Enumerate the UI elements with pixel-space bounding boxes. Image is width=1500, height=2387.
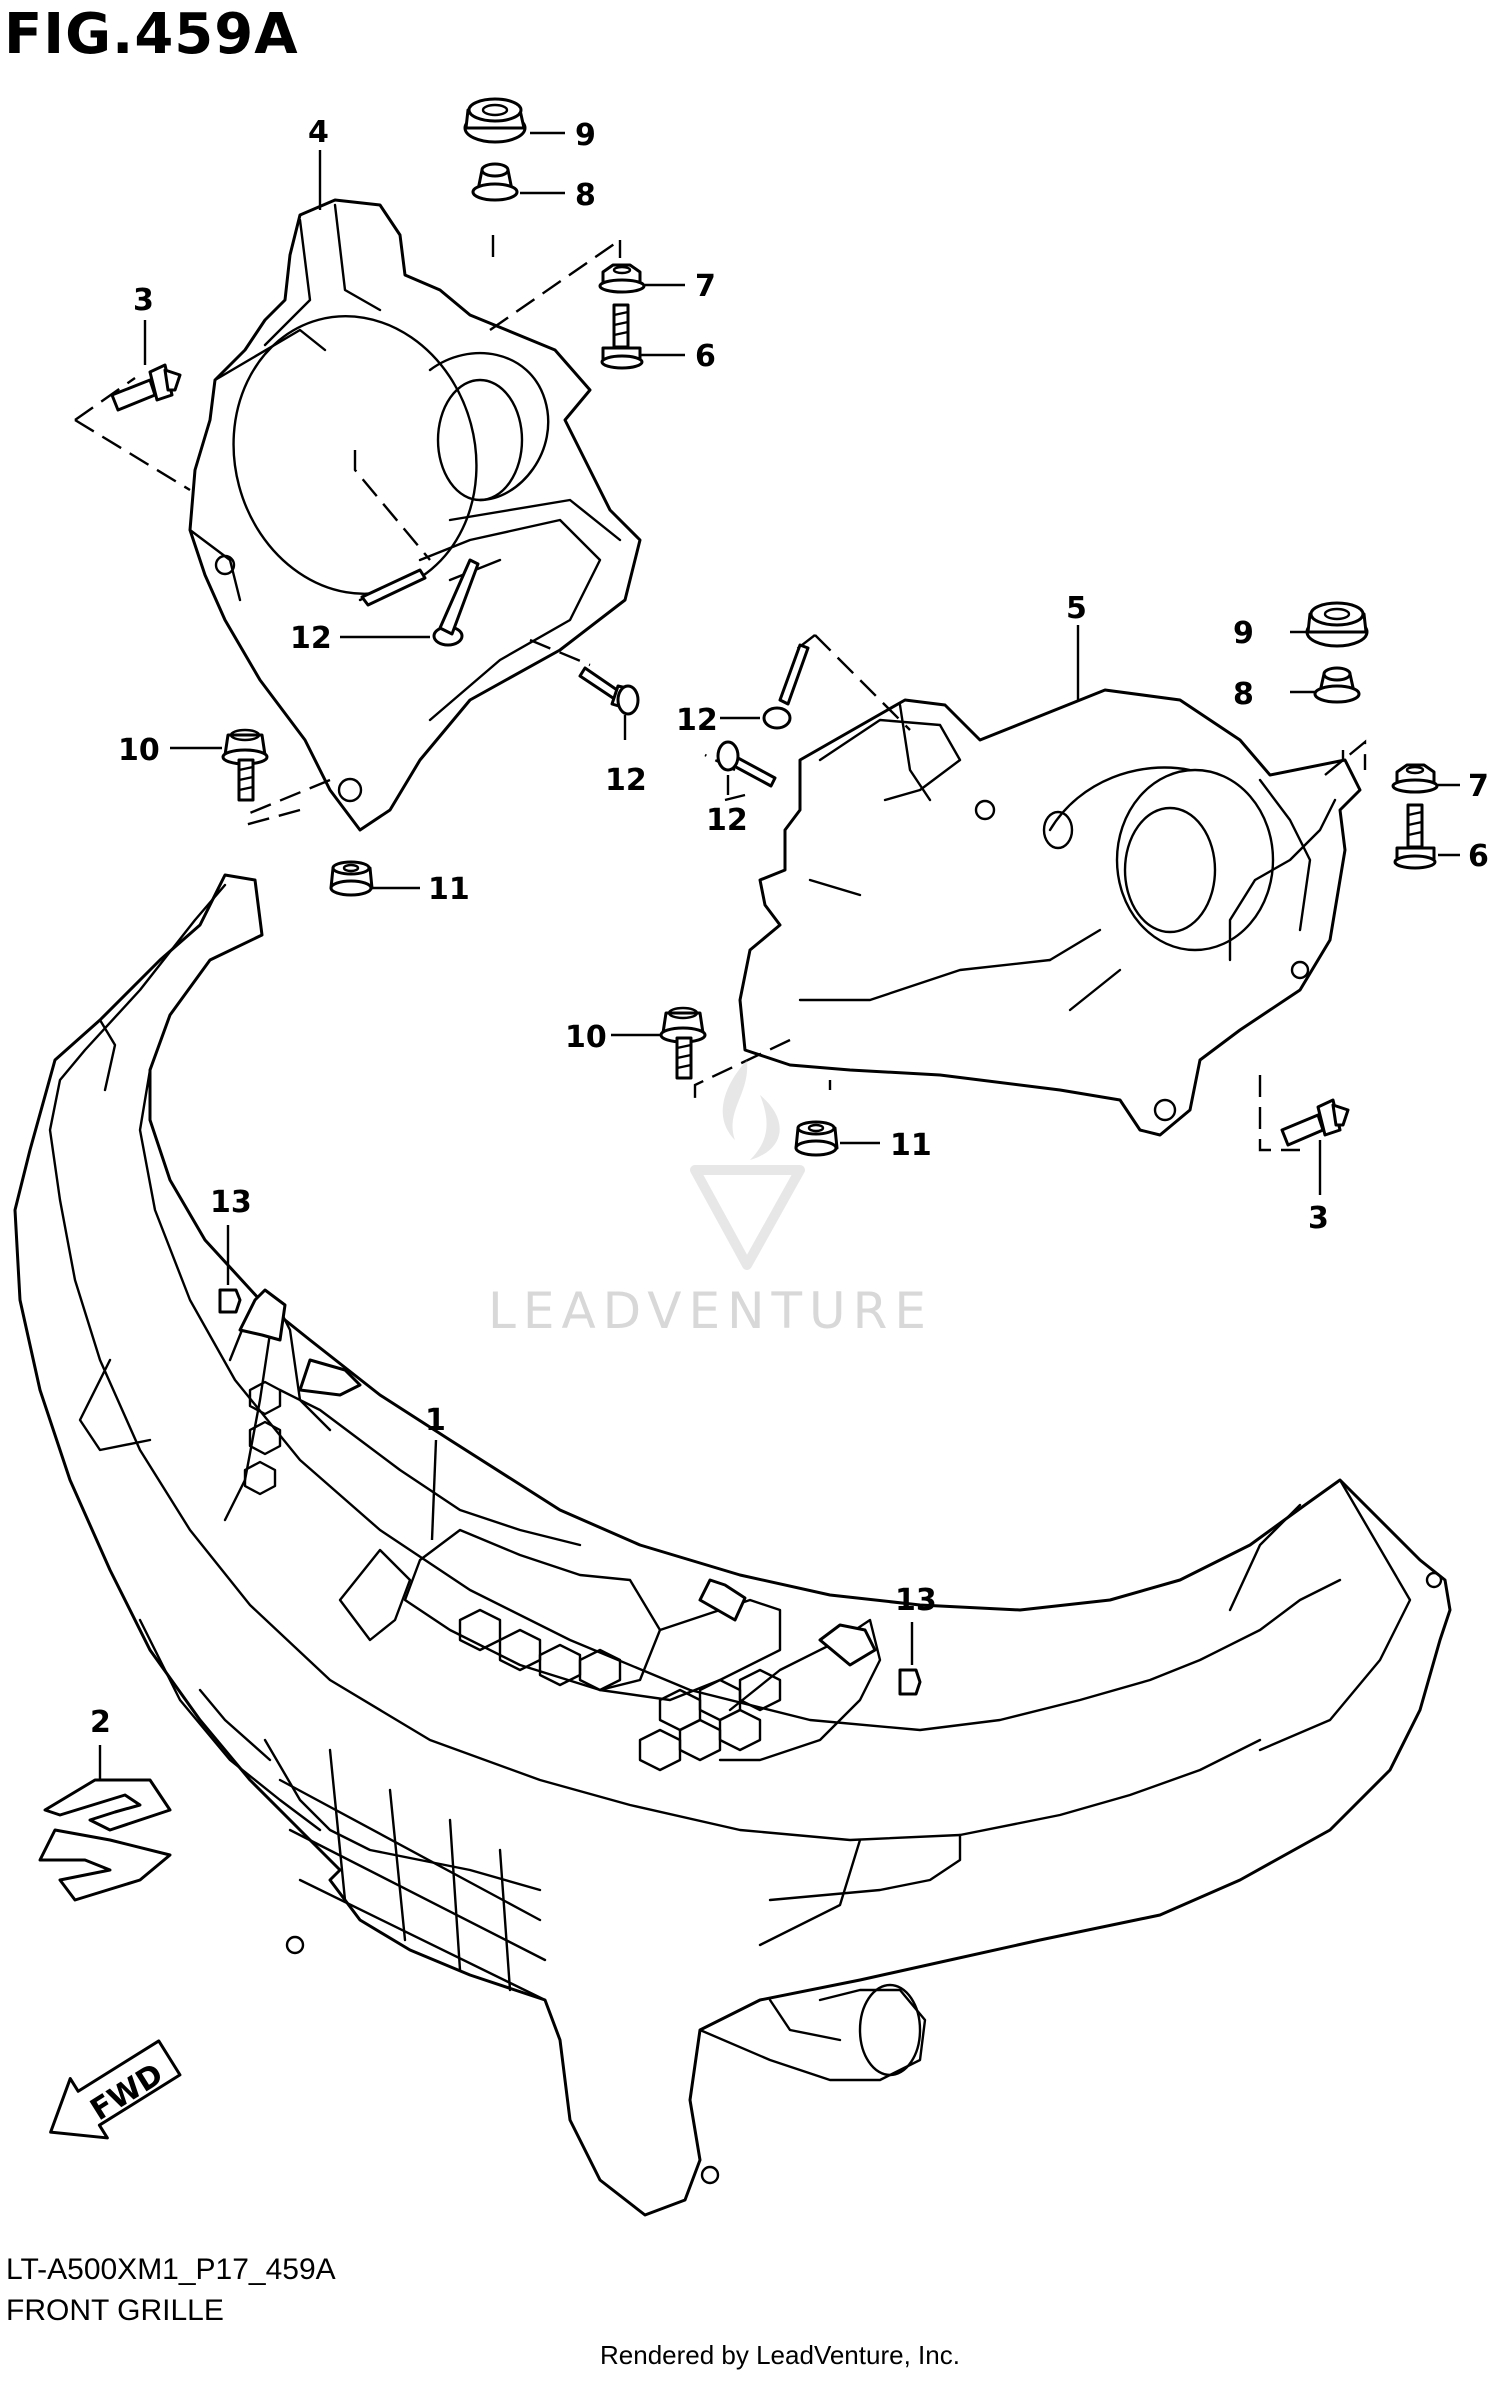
callout-10-left: 10	[118, 733, 160, 768]
callout-7-right: 7	[1468, 769, 1489, 804]
callout-5: 5	[1066, 591, 1087, 626]
screw-12-right-a	[762, 643, 810, 730]
nut-7-right	[1391, 763, 1439, 794]
callout-2: 2	[90, 1705, 111, 1740]
bolt-6-left	[600, 303, 644, 370]
callout-9-right: 9	[1233, 616, 1254, 651]
grommet-9-left	[463, 97, 527, 144]
watermark-logo	[690, 1060, 805, 1270]
bolt-10-left	[221, 728, 269, 802]
callout-12-left-a: 12	[290, 621, 332, 656]
callout-4: 4	[308, 115, 329, 150]
collar-8-left	[471, 162, 519, 202]
left-headlight-bracket	[188, 198, 642, 832]
callout-8-left: 8	[575, 178, 596, 213]
callout-8-right: 8	[1233, 677, 1254, 712]
collar-8-right	[1313, 666, 1361, 704]
callout-12-right-a: 12	[676, 703, 718, 738]
figure-code: LT-A500XM1_P17_459A	[6, 2253, 336, 2286]
callout-1: 1	[425, 1403, 446, 1438]
screw-12-right-b	[716, 740, 777, 788]
callout-13-left: 13	[210, 1185, 252, 1220]
callout-9-left: 9	[575, 118, 596, 153]
screw-12-left-a	[360, 558, 480, 647]
suzuki-emblem	[38, 1778, 172, 1902]
grille-mesh	[243, 1380, 782, 1772]
callout-13-right: 13	[895, 1583, 937, 1618]
callout-11-right: 11	[890, 1128, 932, 1163]
callout-7-left: 7	[695, 269, 716, 304]
right-headlight-bracket	[738, 688, 1362, 1137]
rivet-3-left	[110, 363, 182, 412]
figure-name: FRONT GRILLE	[6, 2294, 224, 2327]
front-grille-body	[13, 873, 1452, 2217]
screw-12-left-b	[578, 666, 640, 716]
callout-12-left-b: 12	[605, 763, 647, 798]
nut-7-left	[598, 263, 646, 294]
watermark-text: LEADVENTURE	[488, 1282, 933, 1340]
bolt-6-right	[1393, 803, 1437, 870]
grommet-11-right	[794, 1120, 839, 1157]
callout-3-right: 3	[1308, 1201, 1329, 1236]
callout-11-left: 11	[428, 872, 470, 907]
bolt-10-right	[659, 1006, 707, 1080]
callout-10-right: 10	[565, 1020, 607, 1055]
grommet-11-left	[329, 860, 374, 897]
callout-3-left: 3	[133, 283, 154, 318]
callout-6-left: 6	[695, 339, 716, 374]
figure-title: FIG.459A	[4, 2, 299, 67]
callout-12-right-b: 12	[706, 803, 748, 838]
rivet-3-right	[1280, 1098, 1350, 1147]
callout-6-right: 6	[1468, 839, 1489, 874]
render-credit: Rendered by LeadVenture, Inc.	[600, 2340, 960, 2370]
grommet-9-right	[1305, 601, 1369, 648]
fwd-arrow	[49, 2039, 182, 2140]
